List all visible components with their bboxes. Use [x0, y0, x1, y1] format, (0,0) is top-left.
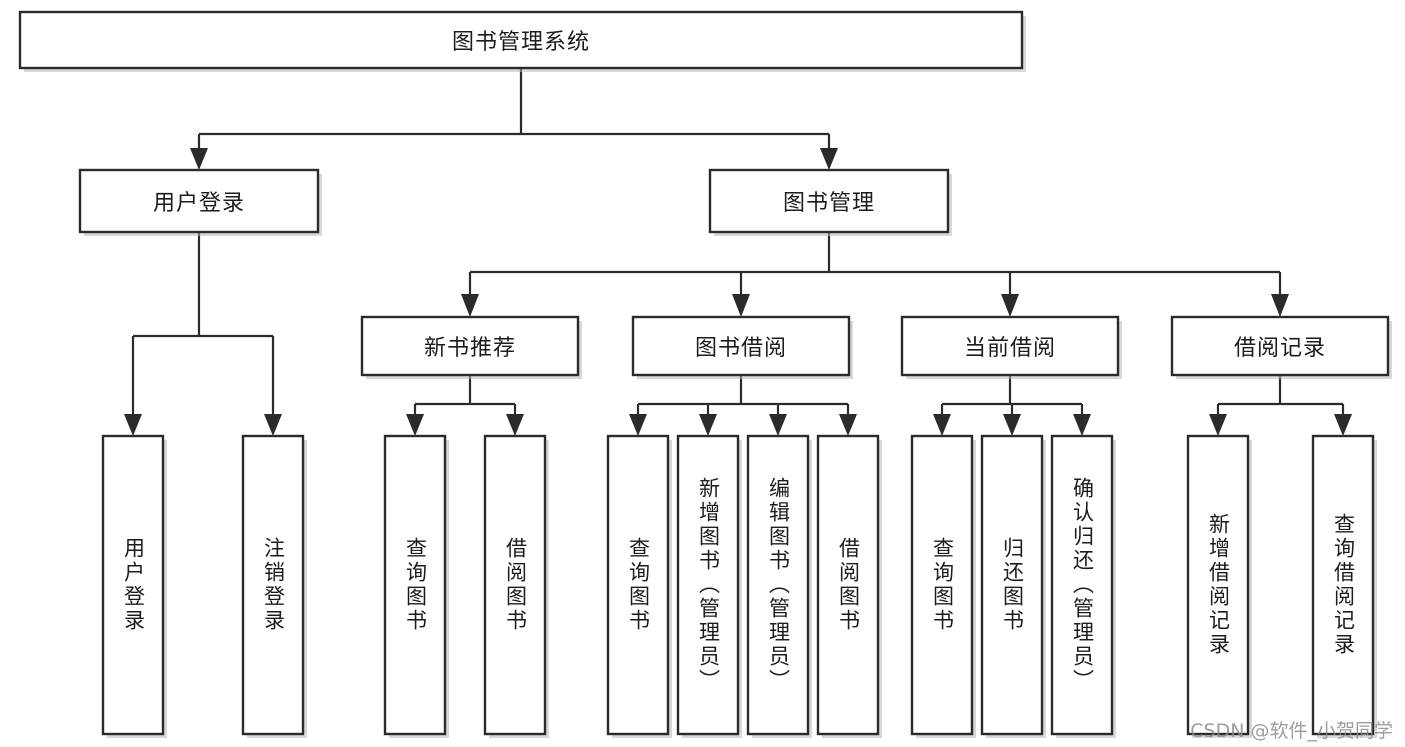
- arrow-bookmgmt-to-record: [1271, 294, 1289, 317]
- edge-record-trunk: [1216, 375, 1345, 414]
- arrow-borrow-to-query: [629, 414, 647, 436]
- node-new-book-recommend[interactable]: [360, 315, 580, 377]
- leaf-query-book-borrow[interactable]: [606, 434, 670, 736]
- arrow-borrow-to-edit: [769, 414, 787, 436]
- arrow-root-to-user-login: [190, 148, 208, 170]
- leaf-borrow-book-rec[interactable]: [483, 434, 547, 736]
- leaf-confirm-return-admin[interactable]: [1050, 434, 1114, 736]
- leaf-add-book-admin[interactable]: [676, 434, 740, 736]
- edge-current-trunk: [940, 375, 1084, 414]
- node-user-login[interactable]: [78, 168, 320, 234]
- arrow-newbook-to-query: [406, 414, 424, 436]
- leaf-user-login[interactable]: [101, 434, 165, 736]
- arrow-userlogin-to-leaf-login: [124, 414, 142, 436]
- node-book-management[interactable]: [708, 168, 950, 234]
- arrow-bookmgmt-to-current: [1001, 294, 1019, 317]
- arrow-userlogin-to-leaf-logout: [264, 414, 282, 436]
- leaf-query-book-current[interactable]: [910, 434, 974, 736]
- arrow-borrow-to-add: [699, 414, 717, 436]
- arrow-bookmgmt-to-borrow: [732, 294, 750, 317]
- leaf-query-book-rec[interactable]: [383, 434, 447, 736]
- leaf-logout[interactable]: [241, 434, 305, 736]
- edge-newbook-trunk: [413, 375, 517, 414]
- leaf-return-book[interactable]: [980, 434, 1044, 736]
- edge-borrow-trunk: [636, 375, 850, 414]
- node-current-borrow[interactable]: [900, 315, 1120, 377]
- leaf-query-borrow-record[interactable]: [1311, 434, 1375, 736]
- edge-bookmgmt-trunk: [468, 232, 1282, 294]
- edge-userlogin-trunk: [131, 232, 275, 414]
- arrow-borrow-to-borrowbook: [839, 414, 857, 436]
- box-layer: [18, 10, 1390, 736]
- connector-layer: [124, 68, 1352, 436]
- node-root[interactable]: [18, 10, 1024, 70]
- arrow-current-to-confirm: [1073, 414, 1091, 436]
- arrow-current-to-query: [933, 414, 951, 436]
- leaf-borrow-book[interactable]: [816, 434, 880, 736]
- arrow-record-to-query: [1334, 414, 1352, 436]
- leaf-add-borrow-record[interactable]: [1186, 434, 1250, 736]
- node-borrow-record[interactable]: [1170, 315, 1390, 377]
- node-book-borrow[interactable]: [631, 315, 851, 377]
- arrow-record-to-add: [1209, 414, 1227, 436]
- arrow-newbook-to-borrow: [506, 414, 524, 436]
- edge-root-trunk: [197, 68, 831, 148]
- arrow-root-to-book-mgmt: [820, 148, 838, 170]
- arrow-bookmgmt-to-newbook: [461, 294, 479, 317]
- leaf-edit-book-admin[interactable]: [746, 434, 810, 736]
- arrow-current-to-return: [1003, 414, 1021, 436]
